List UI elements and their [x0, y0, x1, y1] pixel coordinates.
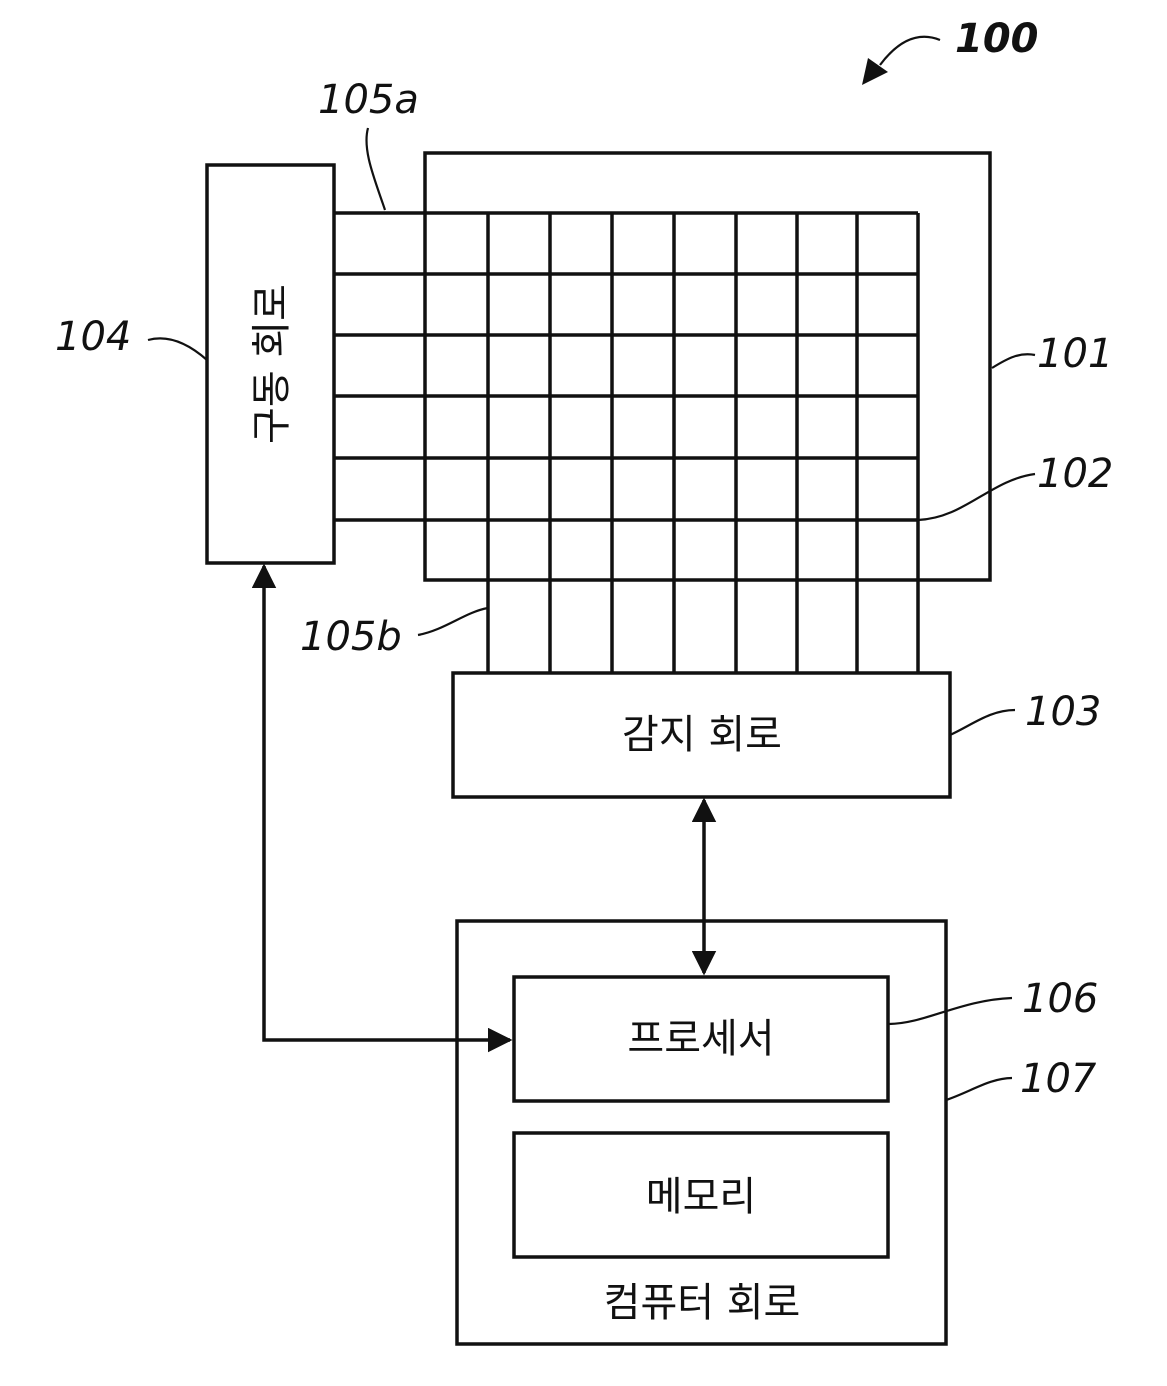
drive-lines-leader — [366, 128, 385, 210]
grid-ref-label: 102 — [1037, 451, 1113, 497]
sensing-circuit-leader — [950, 710, 1015, 735]
panel-box — [425, 153, 990, 580]
drive-circuit-leader — [148, 338, 207, 360]
grid-leader — [918, 474, 1035, 520]
figure-ref-arrowhead — [862, 58, 888, 85]
computer-circuit-ref-label: 107 — [1020, 1056, 1097, 1102]
drive-lines-ref-label: 105a — [318, 77, 419, 123]
processor-ref-label: 106 — [1022, 976, 1098, 1022]
computer-circuit-label: 컴퓨터 회로 — [604, 1280, 801, 1326]
panel-ref-label: 101 — [1037, 331, 1113, 377]
sense-lines — [488, 213, 918, 673]
processor-leader — [888, 998, 1012, 1024]
processor-label: 프로세서 — [627, 1016, 774, 1062]
sense-lines-ref-label: 105b — [300, 614, 402, 660]
sensing-circuit-label: 감지 회로 — [622, 712, 782, 758]
figure-ref-leader — [880, 37, 940, 65]
memory-label: 메모리 — [646, 1174, 756, 1220]
drive-circuit-label: 구동 회로 — [249, 284, 295, 444]
drive-circuit-ref-label: 104 — [55, 314, 131, 360]
computer-circuit-leader — [946, 1078, 1012, 1100]
panel-leader — [992, 354, 1035, 368]
figure-ref-label: 100 — [955, 16, 1039, 62]
sense-lines-leader — [418, 608, 488, 635]
sensing-circuit-ref-label: 103 — [1025, 689, 1101, 735]
drive-lines — [334, 213, 918, 520]
